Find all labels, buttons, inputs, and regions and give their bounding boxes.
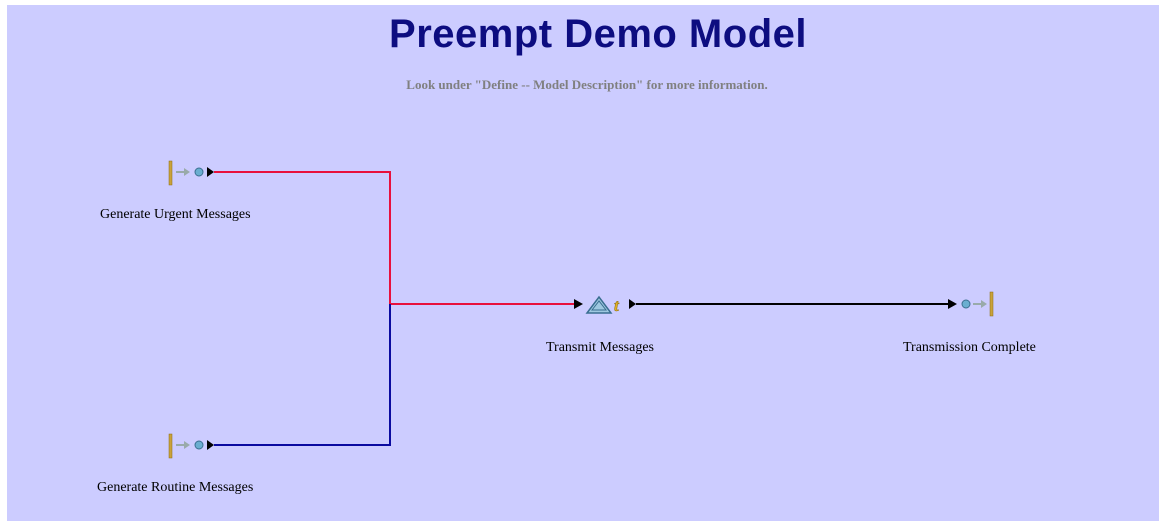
transmit-label: Transmit Messages [546,340,654,355]
model-canvas [7,5,1159,521]
routine-connection[interactable] [214,304,391,446]
urgent-connection[interactable] [214,171,574,305]
svg-text:t: t [614,296,620,315]
sink-label: Transmission Complete [903,340,1036,355]
model-subtitle: Look under "Define -- Model Description"… [406,77,768,92]
source-block-icon[interactable] [168,160,214,186]
source-block-icon[interactable] [168,433,214,459]
model-title: Preempt Demo Model [389,12,807,56]
input-arrow-icon [574,299,583,309]
exit-block-icon[interactable] [961,291,994,317]
routine-source-label: Generate Routine Messages [97,480,254,495]
preempt-activity-icon[interactable]: t [585,295,636,315]
urgent-source-label: Generate Urgent Messages [100,207,251,222]
output-arrow-icon [948,299,957,309]
